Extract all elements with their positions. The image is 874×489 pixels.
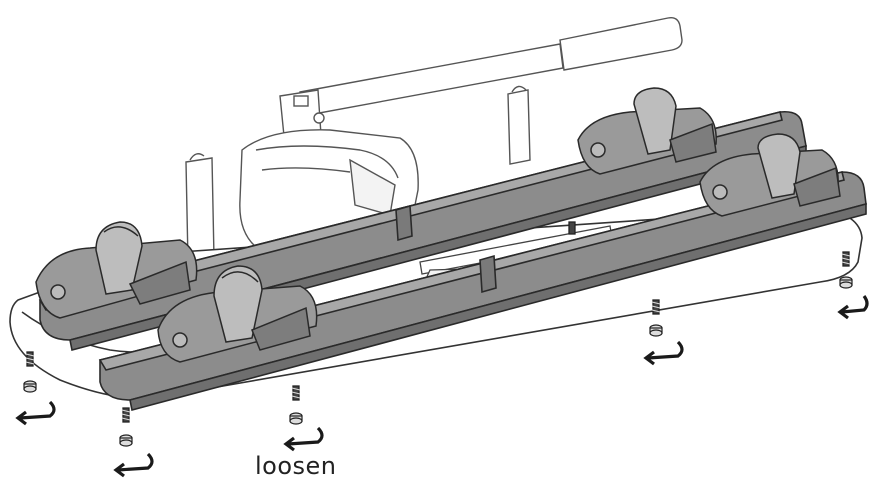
nut-icon: [649, 324, 663, 337]
nut-icon: [839, 276, 853, 289]
wheel-cradle-front-left: [157, 265, 318, 363]
wheel-cradle-back-left: [35, 221, 198, 319]
rotate-left-arrow-icon: [113, 452, 154, 478]
bolt-icon: [25, 351, 35, 367]
bolt-group: [25, 221, 851, 423]
bolt-icon: [121, 407, 131, 423]
bolt-icon: [568, 221, 576, 235]
rail-front: [98, 171, 867, 411]
rotate-left-arrow-icon: [15, 400, 56, 426]
nut-icon: [23, 380, 37, 393]
nut-group: [23, 276, 853, 447]
nut-icon: [289, 412, 303, 425]
loosen-caption: loosen: [255, 452, 337, 480]
rotate-left-arrow-icon: [643, 340, 684, 366]
rotate-left-arrow-icon: [837, 295, 869, 320]
rotation-arrows: [15, 295, 869, 478]
bolt-icon: [841, 251, 851, 267]
wheel-cradle-front-right: [699, 133, 841, 217]
bolt-icon: [651, 299, 661, 315]
upright-posts: [185, 85, 531, 263]
wheel-cradle-back-right: [577, 87, 717, 175]
bolt-icon: [291, 385, 301, 401]
rotate-left-arrow-icon: [283, 426, 324, 452]
nut-icon: [119, 434, 133, 447]
